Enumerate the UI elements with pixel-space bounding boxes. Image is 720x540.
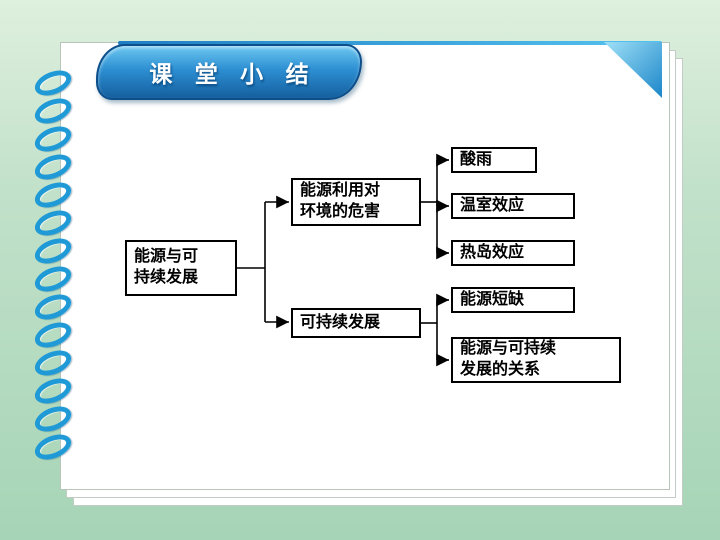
spiral-ring-icon xyxy=(31,177,75,213)
page-top-rule xyxy=(118,41,662,45)
node-greenhouse: 温室效应 xyxy=(451,193,575,219)
spiral-ring-icon xyxy=(31,149,75,185)
spiral-ring-icon xyxy=(31,345,75,381)
node-heat-island: 热岛效应 xyxy=(451,240,575,266)
node-energy-shortage: 能源短缺 xyxy=(451,287,575,313)
spiral-ring-icon xyxy=(31,373,75,409)
banner: 课 堂 小 结 xyxy=(96,44,362,100)
spiral-ring-icon xyxy=(31,121,75,157)
banner-title: 课 堂 小 结 xyxy=(149,61,317,87)
node-acid-rain: 酸雨 xyxy=(451,147,537,173)
spiral-ring-icon xyxy=(31,401,75,437)
node-sustainable-dev: 可持续发展 xyxy=(291,308,421,338)
spiral-binding xyxy=(31,65,75,465)
spiral-ring-icon xyxy=(31,289,75,325)
spiral-ring-icon xyxy=(31,205,75,241)
spiral-ring-icon xyxy=(31,317,75,353)
page-corner-fold-icon xyxy=(604,42,662,98)
node-energy-relation: 能源与可持续 发展的关系 xyxy=(451,337,621,383)
node-root: 能源与可 持续发展 xyxy=(125,240,237,296)
spiral-ring-icon xyxy=(31,93,75,129)
spiral-ring-icon xyxy=(31,233,75,269)
spiral-ring-icon xyxy=(31,261,75,297)
node-env-harm: 能源利用对 环境的危害 xyxy=(291,178,421,226)
